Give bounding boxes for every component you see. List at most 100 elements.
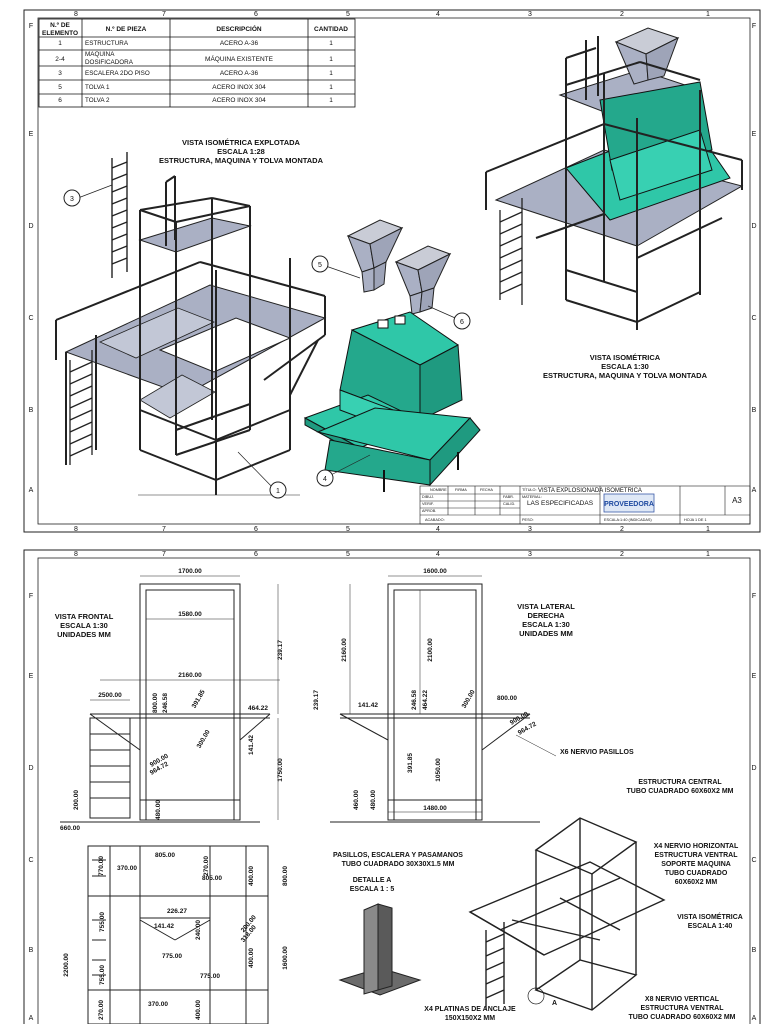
title-block-label: FECHA <box>480 488 493 492</box>
detalle-caption-1: DETALLE A <box>353 877 392 884</box>
plan-view-drawing <box>87 845 269 1024</box>
assembled-caption-line-3: ESTRUCTURA, MAQUINA Y TOLVA MONTADA <box>543 371 708 380</box>
plan-dimension: 370.00 <box>148 1001 168 1008</box>
row-label: D <box>28 223 33 230</box>
balloon-6: 6 <box>453 312 471 330</box>
bom-part: MAQUINA <box>85 51 115 58</box>
side-dimension: 480.00 <box>370 790 377 810</box>
row-label: F <box>29 23 33 30</box>
bom-header: N.º DE <box>50 22 70 29</box>
iso-caption-1: VISTA ISOMÉTRICA <box>677 912 743 921</box>
row-label: F <box>752 593 756 600</box>
side-view-caption-4: UNIDADES MM <box>519 629 573 638</box>
bom-part: ESTRUCTURA <box>85 40 129 47</box>
column-label: 7 <box>162 11 166 18</box>
front-view-drawing <box>60 583 271 823</box>
nervio-horizontal-note-5: 60X60X2 MM <box>675 879 718 886</box>
plan-dimension: 1600.00 <box>282 946 289 970</box>
title-block-label: MATERIAL: <box>522 495 542 499</box>
plan-dimension: 270.00 <box>98 1000 105 1020</box>
detail-a-letter: A <box>552 1000 557 1007</box>
side-view-dimension-lines <box>349 575 482 813</box>
plan-dimension: 755.00 <box>99 965 106 985</box>
column-label: 4 <box>436 551 440 558</box>
title-block-size: A3 <box>732 496 742 505</box>
plan-dimension: 800.00 <box>282 866 289 886</box>
column-label: 1 <box>706 11 710 18</box>
column-label: 2 <box>620 551 624 558</box>
column-label: 6 <box>254 526 258 533</box>
front-dimension: 391.85 <box>191 689 207 710</box>
assembled-structure-view <box>485 27 744 330</box>
bom-description: MÁQUINA EXISTENTE <box>205 54 274 63</box>
company-logo-text: PROVEEDORA <box>604 501 654 508</box>
side-dimension: 460.00 <box>353 790 360 810</box>
bom-item: 1 <box>58 40 62 47</box>
iso-caption-2: ESCALA 1:40 <box>688 923 733 930</box>
side-dimension: 2160.00 <box>341 638 348 662</box>
front-dimension: 1750.00 <box>277 758 284 782</box>
bom-description: ACERO A-36 <box>220 70 259 77</box>
plan-dimension: 270.00 <box>203 856 210 876</box>
bom-item: 3 <box>58 70 62 77</box>
balloon-6-label: 6 <box>460 319 464 326</box>
row-label: A <box>752 1015 757 1022</box>
front-dimension: 141.42 <box>248 735 255 755</box>
plan-dimension: 775.00 <box>162 953 182 960</box>
structure-exploded-item-1 <box>55 175 327 496</box>
column-label: 3 <box>528 11 532 18</box>
bom-header: N.º DE PIEZA <box>106 26 147 33</box>
front-dimension: 480.00 <box>155 800 162 820</box>
column-label: 4 <box>436 11 440 18</box>
nervio-vertical-note-3: TUBO CUADRADO 60X60X2 MM <box>629 1014 736 1021</box>
bom-description: ACERO A-36 <box>220 40 259 47</box>
exploded-caption-line-2: ESCALA 1:28 <box>217 147 265 156</box>
estructura-central-note-2: TUBO CUADRADO 60X60X2 MM <box>627 788 734 795</box>
iso-structure-view <box>468 817 666 1011</box>
column-label: 5 <box>346 11 350 18</box>
bom-header: ELEMENTO <box>42 30 78 37</box>
row-label: A <box>752 487 757 494</box>
balloon-3-label: 4 <box>323 476 327 483</box>
nervio-vertical-note-2: ESTRUCTURA VENTRAL <box>641 1005 725 1012</box>
plan-dimension: 805.00 <box>155 852 175 859</box>
side-view-caption-3: ESCALA 1:30 <box>522 620 570 629</box>
nervio-pasillos-note: X6 NERVIO PASILLOS <box>560 749 634 756</box>
side-dimension: 964.72 <box>517 721 538 737</box>
title-block-label: NOMBRE <box>430 488 447 492</box>
exploded-caption-line-3: ESTRUCTURA, MAQUINA Y TOLVA MONTADA <box>159 156 324 165</box>
title-block-label: ACABADO: <box>425 518 445 522</box>
side-dimension: 141.42 <box>358 702 378 709</box>
column-label: 1 <box>706 551 710 558</box>
side-dimension: 800.00 <box>497 695 517 702</box>
front-view-caption-1: VISTA FRONTAL <box>55 612 114 621</box>
bom-part: TOLVA 1 <box>85 84 110 91</box>
title-block-label: FABR. <box>503 495 514 499</box>
nervio-horizontal-note-3: SOPORTE MAQUINA <box>661 861 731 868</box>
side-dimension: 1480.00 <box>423 805 447 812</box>
row-label: B <box>29 947 34 954</box>
title-block-label: DIBUJ. <box>422 495 434 499</box>
assembled-caption-line-2: ESCALA 1:30 <box>601 362 649 371</box>
front-view-caption-3: UNIDADES MM <box>57 630 111 639</box>
row-label: B <box>752 947 757 954</box>
pasillos-note-1: PASILLOS, ESCALERA Y PASAMANOS <box>333 852 463 859</box>
title-block-label: CALID. <box>503 502 515 506</box>
plan-dimension: 755.00 <box>99 912 106 932</box>
front-view-dimension-lines <box>90 575 280 820</box>
row-label: C <box>28 315 33 322</box>
row-label: A <box>29 487 34 494</box>
detail-a-callout: A <box>527 987 557 1007</box>
title-block-label: TÍTULO: <box>522 488 537 492</box>
front-dimension: 1700.00 <box>178 568 202 575</box>
column-label: 6 <box>254 551 258 558</box>
row-label: E <box>29 131 34 138</box>
bom-quantity: 1 <box>329 70 333 77</box>
